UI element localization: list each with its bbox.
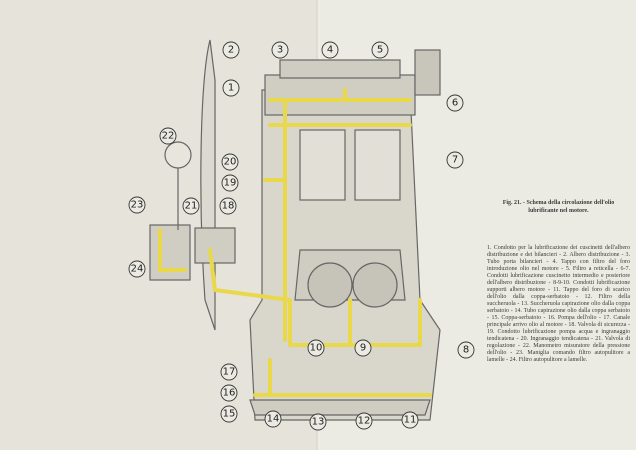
- svg-text:19: 19: [224, 178, 237, 189]
- svg-text:13: 13: [312, 417, 325, 428]
- callout-13: 13: [309, 413, 327, 431]
- svg-text:20: 20: [224, 157, 237, 168]
- engine-outline: [149, 39, 441, 421]
- svg-text:7: 7: [452, 155, 458, 166]
- oil-circuit: [158, 88, 432, 397]
- svg-text:2: 2: [228, 45, 234, 56]
- svg-text:24: 24: [131, 264, 144, 275]
- callout-16: 16: [220, 384, 238, 402]
- callout-24: 24: [128, 260, 146, 278]
- callout-7: 7: [446, 151, 464, 169]
- callout-17: 17: [220, 363, 238, 381]
- svg-text:15: 15: [223, 409, 236, 420]
- svg-text:14: 14: [267, 414, 280, 425]
- callout-2: 2: [222, 41, 240, 59]
- svg-text:9: 9: [360, 343, 366, 354]
- svg-text:11: 11: [404, 415, 417, 426]
- callout-23: 23: [128, 196, 146, 214]
- callout-12: 12: [355, 412, 373, 430]
- callout-6: 6: [446, 94, 464, 112]
- callout-11: 11: [401, 411, 419, 429]
- svg-text:5: 5: [377, 45, 383, 56]
- svg-text:12: 12: [358, 416, 371, 427]
- callout-10: 10: [307, 339, 325, 357]
- callout-1: 1: [222, 79, 240, 97]
- svg-text:3: 3: [277, 45, 283, 56]
- callout-22: 22: [159, 127, 177, 145]
- svg-text:4: 4: [327, 45, 333, 56]
- svg-text:22: 22: [162, 131, 175, 142]
- caption-legend: 1. Condotto per la lubrificazione dei cu…: [487, 245, 630, 363]
- figure-caption: Fig. 21. - Schema della circolazione del…: [487, 200, 630, 364]
- svg-text:23: 23: [131, 200, 144, 211]
- svg-text:10: 10: [310, 343, 323, 354]
- callout-4: 4: [321, 41, 339, 59]
- svg-text:18: 18: [222, 201, 235, 212]
- callout-14: 14: [264, 410, 282, 428]
- svg-text:6: 6: [452, 98, 458, 109]
- callout-15: 15: [220, 405, 238, 423]
- caption-title: Fig. 21. - Schema della circolazione del…: [502, 200, 615, 214]
- callout-labels: 1 2 3 4 5 6 7 8 9 10 11 12 13 14 15 16 1…: [128, 41, 475, 431]
- svg-text:17: 17: [223, 367, 236, 378]
- svg-text:1: 1: [228, 83, 234, 94]
- svg-text:16: 16: [223, 388, 236, 399]
- callout-3: 3: [271, 41, 289, 59]
- callout-19: 19: [221, 174, 239, 192]
- callout-20: 20: [221, 153, 239, 171]
- callout-21: 21: [182, 197, 200, 215]
- svg-text:21: 21: [185, 201, 198, 212]
- svg-text:8: 8: [463, 345, 469, 356]
- callout-8: 8: [457, 341, 475, 359]
- callout-5: 5: [371, 41, 389, 59]
- callout-9: 9: [354, 339, 372, 357]
- callout-18: 18: [219, 197, 237, 215]
